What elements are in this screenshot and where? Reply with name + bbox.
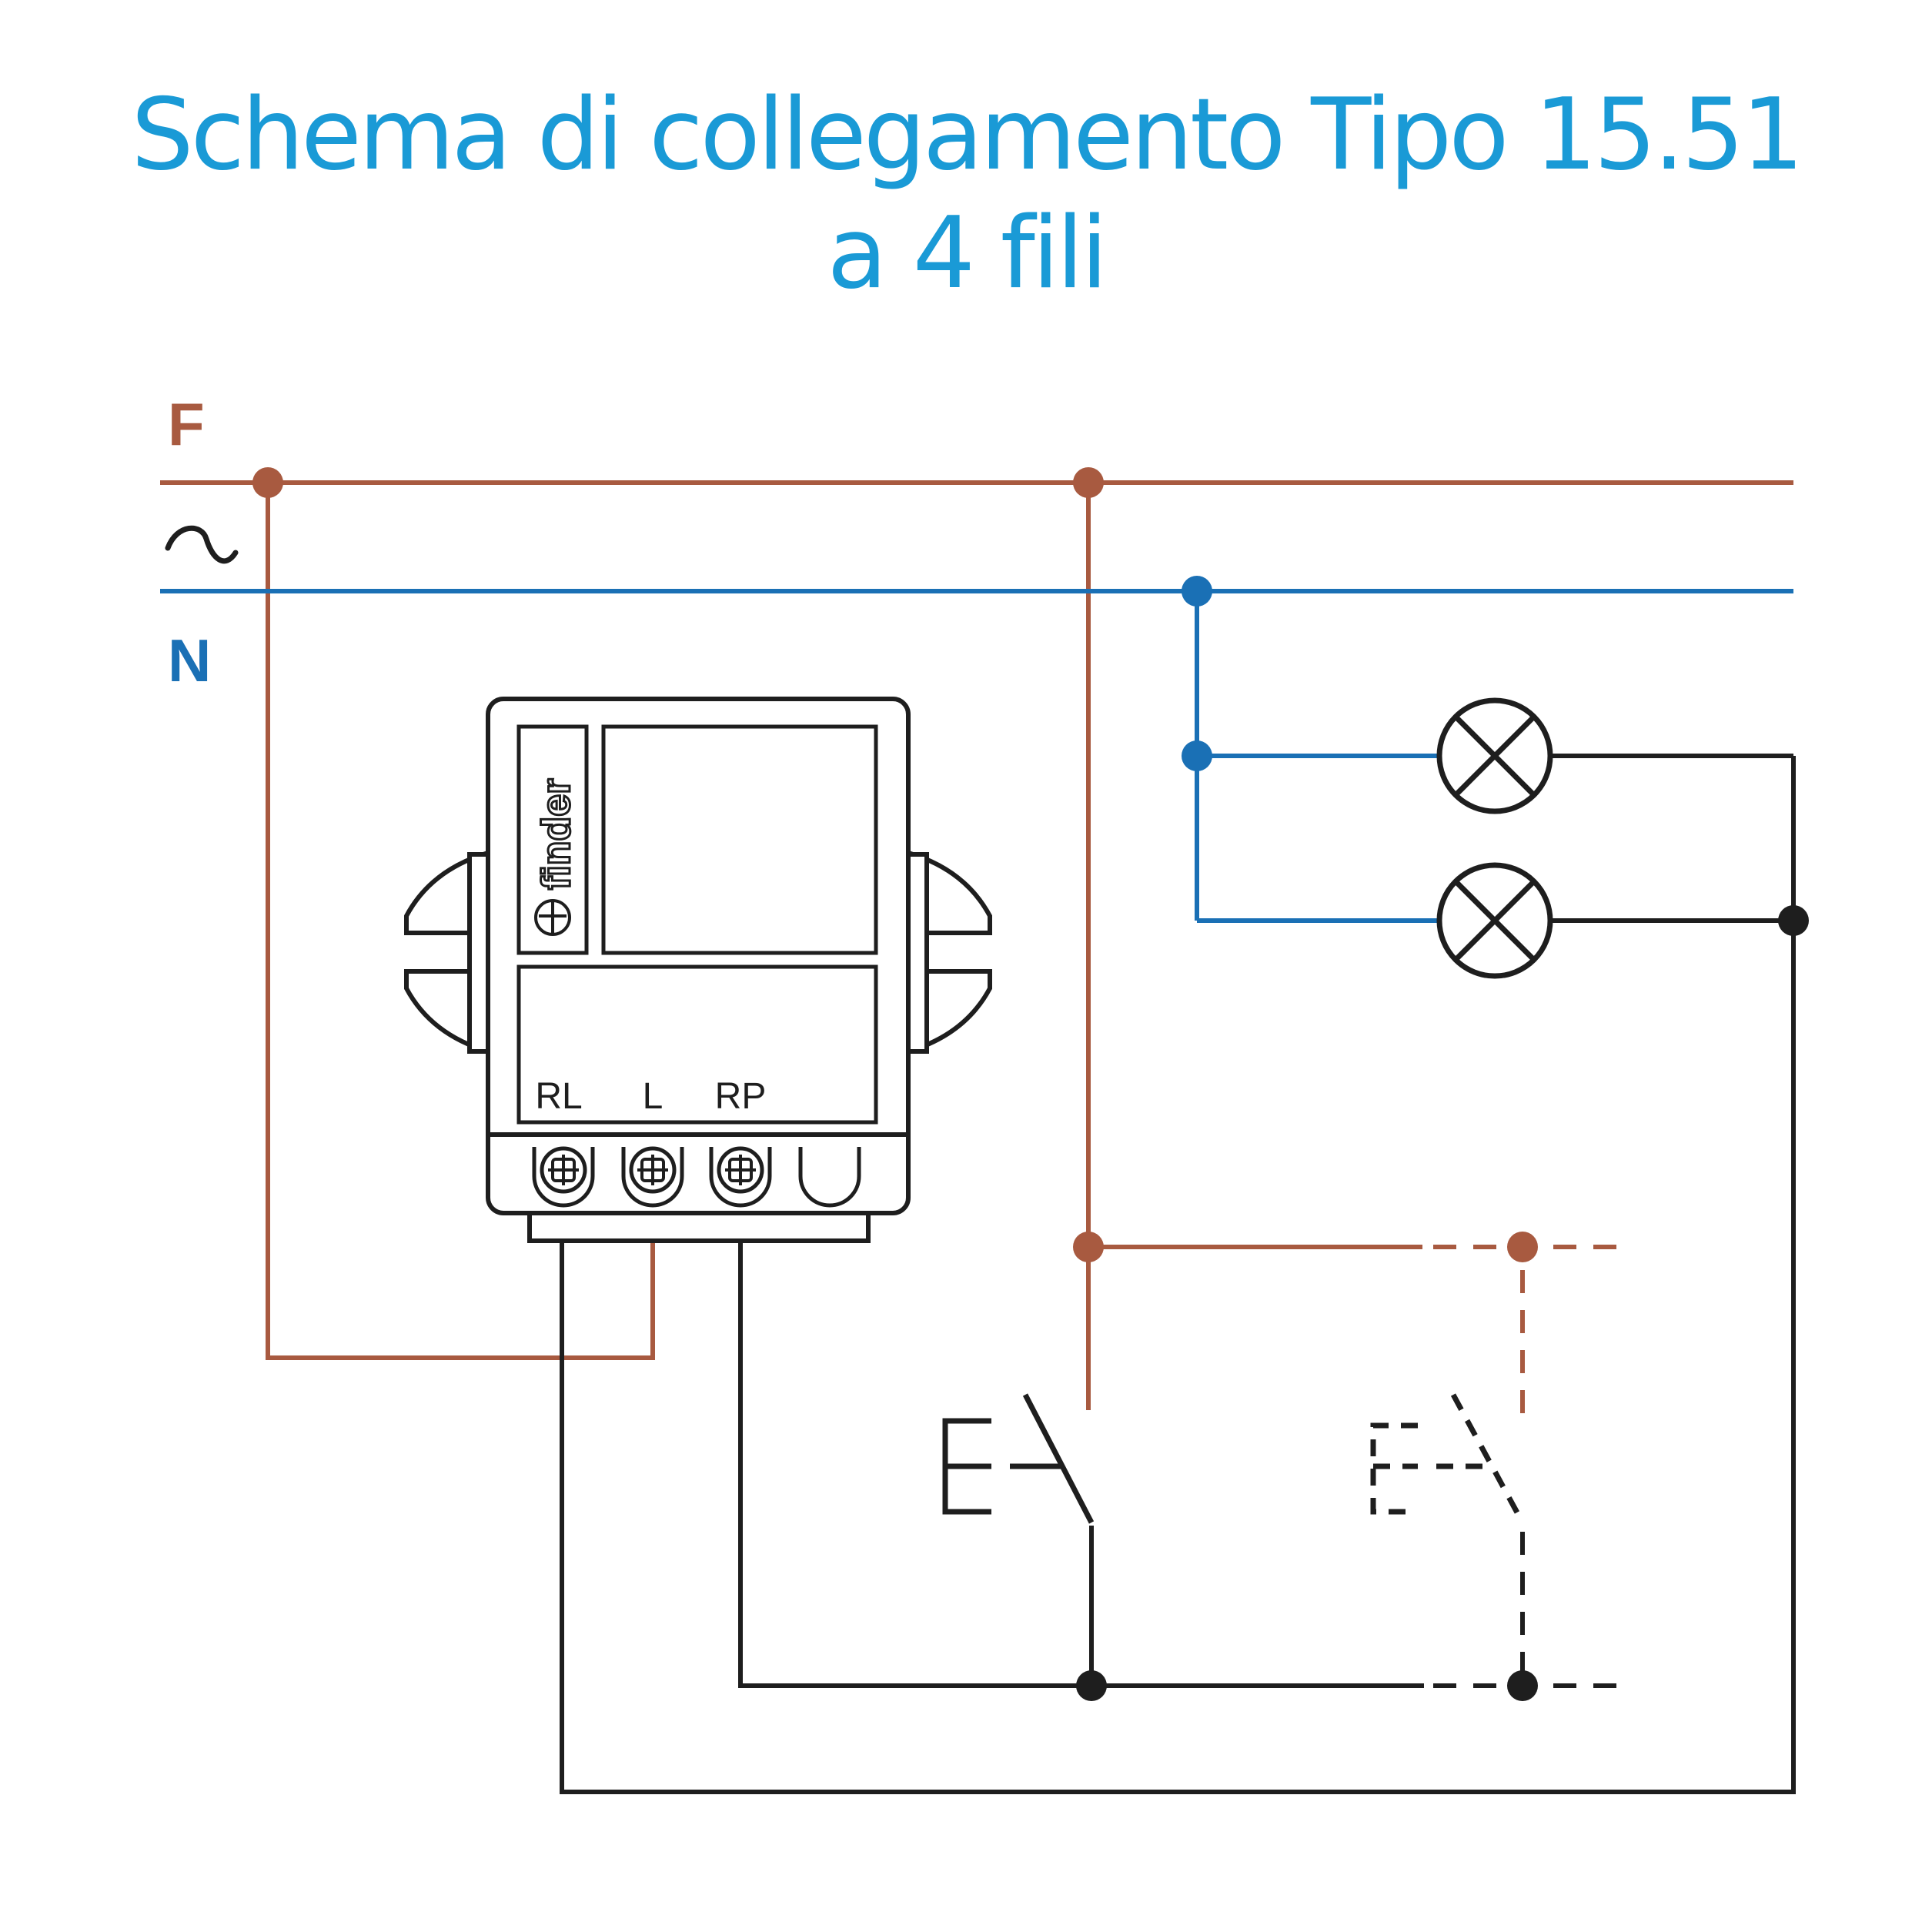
- relay-device: finder RL L RP: [486, 697, 911, 1243]
- device-brand: finder: [534, 779, 579, 890]
- device-body: [486, 697, 911, 1215]
- terminal-label-rp: RP: [715, 1076, 767, 1117]
- junction-phase-left: [252, 467, 283, 498]
- junction-switch-bottom-optional: [1507, 1670, 1538, 1701]
- phase-label: F: [168, 390, 205, 458]
- phase-wires: [160, 480, 1793, 1410]
- empty-terminal-slot: [798, 1147, 861, 1208]
- finder-logo-icon: finder: [533, 777, 580, 936]
- load-wires: [560, 754, 1796, 1794]
- screw-terminal-icon: [709, 1146, 772, 1208]
- junction-phase-switch: [1073, 1232, 1104, 1262]
- pushbutton-icon: [942, 1393, 1095, 1524]
- load-wires-dashed: [1433, 1532, 1628, 1688]
- device-logo-panel: [516, 724, 589, 955]
- lamp-cross-icon: [1436, 862, 1553, 979]
- junction-phase-switch-optional: [1507, 1232, 1538, 1262]
- neutral-label: N: [168, 627, 211, 694]
- screw-terminal-icon: [532, 1146, 595, 1208]
- junction-switch-bottom: [1076, 1670, 1107, 1701]
- junction-neutral-top: [1182, 576, 1212, 607]
- device-display-panel: [601, 724, 878, 955]
- terminal-label-l: L: [643, 1076, 663, 1117]
- ac-symbol-icon: [165, 525, 239, 564]
- device-label-panel: [516, 964, 878, 1125]
- title-line-1: Schema di collegamento Tipo 15.51: [131, 78, 1803, 192]
- junction-phase-mid: [1073, 467, 1104, 498]
- junction-neutral-lamp: [1182, 740, 1212, 771]
- screw-terminal-icon: [621, 1146, 684, 1208]
- pushbutton-optional-icon: [1370, 1393, 1526, 1524]
- device-clip-right: [891, 849, 992, 1055]
- lamp-cross-icon: [1436, 697, 1553, 814]
- terminal-label-rl: RL: [535, 1076, 582, 1117]
- junction-lamp-return: [1778, 905, 1809, 936]
- title-line-2: a 4 fili: [827, 196, 1108, 311]
- phase-wires-dashed: [1433, 1245, 1624, 1416]
